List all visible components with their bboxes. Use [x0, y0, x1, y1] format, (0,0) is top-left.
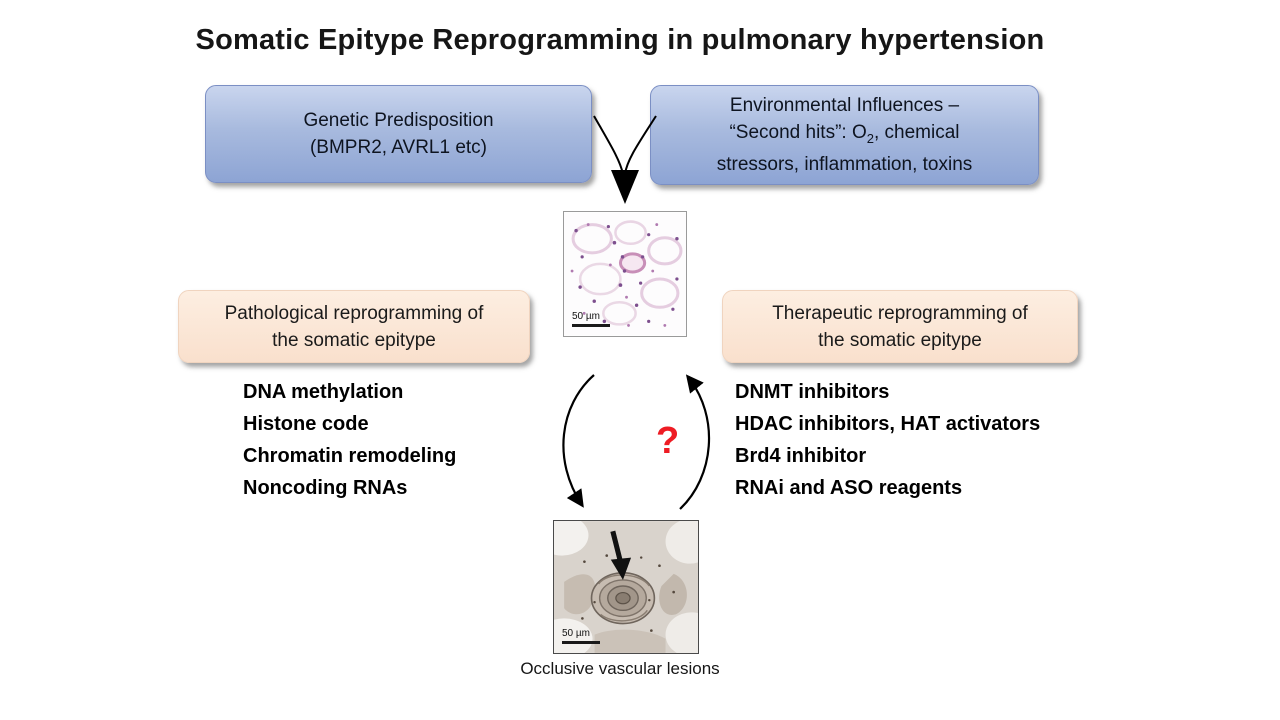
- bottom-scale-bar: 50 µm: [562, 628, 600, 644]
- pathological-mechanisms-list: DNA methylation Histone code Chromatin r…: [243, 376, 456, 504]
- pathological-reprogramming-box: Pathological reprogramming of the somati…: [178, 290, 530, 363]
- list-item: Chromatin remodeling: [243, 445, 457, 467]
- pathological-box-line1: Pathological reprogramming of: [224, 302, 484, 324]
- normal-lung-histology-image: 50 µm: [563, 211, 687, 337]
- question-mark: ?: [656, 420, 680, 462]
- genetic-box-line2: (BMPR2, AVRL1 etc): [309, 137, 488, 158]
- list-item: HDAC inhibitors, HAT activators: [735, 413, 1041, 435]
- environmental-box-line2: “Second hits”: O2, chemical: [729, 121, 960, 146]
- list-item: DNA methylation: [243, 381, 404, 403]
- list-item: DNMT inhibitors: [735, 381, 890, 403]
- list-item: Noncoding RNAs: [243, 477, 408, 499]
- list-item: Brd4 inhibitor: [735, 445, 867, 467]
- occlusive-lesion-histology-image: 50 µm: [553, 520, 699, 654]
- genetic-predisposition-box: Genetic Predisposition (BMPR2, AVRL1 etc…: [205, 85, 592, 183]
- therapeutic-box-line2: the somatic epitype: [818, 329, 982, 351]
- lesion-pointer-arrow-icon: [610, 530, 632, 580]
- bottom-scale-label: 50 µm: [562, 628, 590, 639]
- bottom-scale-bar-line: [562, 641, 600, 644]
- environmental-box-line1: Environmental Influences –: [729, 94, 960, 116]
- environmental-influences-box: Environmental Influences – “Second hits”…: [650, 85, 1039, 185]
- list-item: Histone code: [243, 413, 369, 435]
- normal-lung-histology-art: [564, 212, 686, 336]
- diagram-title: Somatic Epitype Reprogramming in pulmona…: [195, 24, 1045, 56]
- genetic-box-line1: Genetic Predisposition: [303, 110, 494, 131]
- pathological-box-line2: the somatic epitype: [272, 329, 436, 351]
- environmental-box-line3: stressors, inflammation, toxins: [716, 154, 973, 176]
- top-scale-bar: 50 µm: [572, 311, 610, 327]
- cycle-arrows-icon: [562, 374, 711, 510]
- therapeutic-agents-list: DNMT inhibitors HDAC inhibitors, HAT act…: [735, 376, 1040, 504]
- therapeutic-box-line1: Therapeutic reprogramming of: [772, 302, 1028, 324]
- therapeutic-reprogramming-box: Therapeutic reprogramming of the somatic…: [722, 290, 1078, 363]
- bottom-image-caption: Occlusive vascular lesions: [520, 659, 720, 678]
- top-scale-bar-line: [572, 324, 610, 327]
- top-scale-label: 50 µm: [572, 311, 600, 322]
- occlusive-lesion-art: [554, 521, 698, 653]
- converging-arrows-icon: [593, 115, 657, 204]
- list-item: RNAi and ASO reagents: [735, 477, 963, 499]
